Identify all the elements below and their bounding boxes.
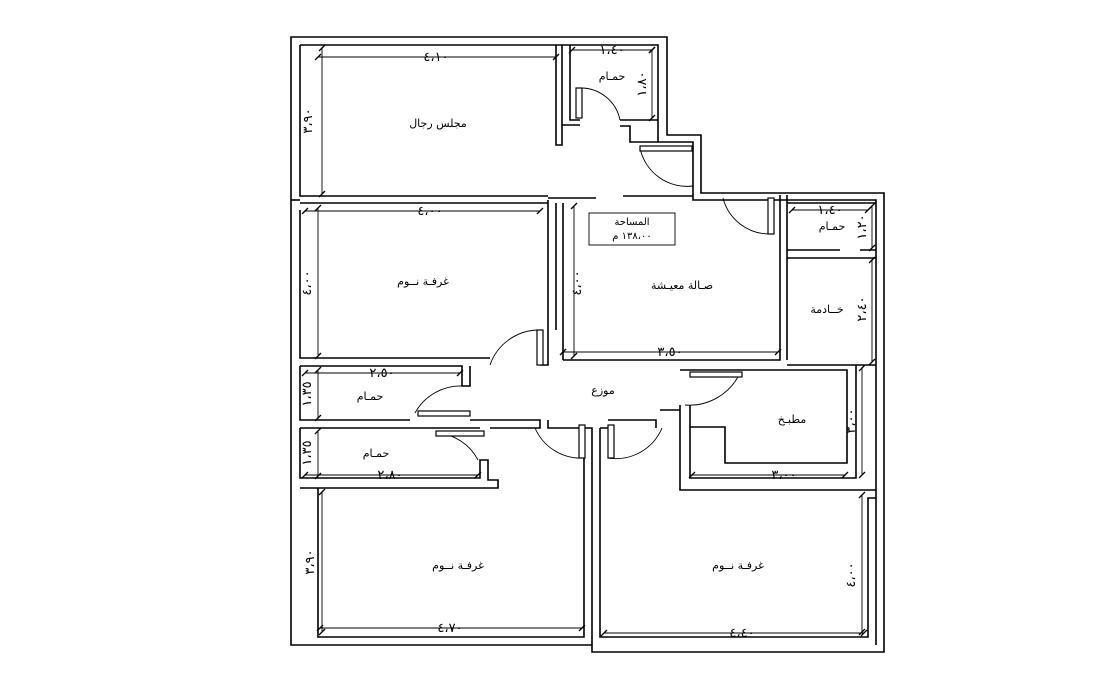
dim-bath-top-width: ١،٤٠: [599, 43, 624, 58]
dim-maid-height: ٢،٤٠: [855, 296, 870, 321]
living-wall: [547, 195, 788, 361]
dim-bath-mid-width: ٢،٥٠: [369, 366, 394, 381]
dim-bath-low-width: ٢،٨٠: [377, 468, 402, 483]
room-kitchen: مطبـخ: [778, 413, 807, 426]
room-majlis: مجلس رجال: [409, 117, 467, 130]
dim-bed2-width: ٤،٧٠: [437, 621, 462, 636]
dim-bath-top-height: ١،٨٠: [635, 71, 650, 96]
dim-bed3-width: ٤،٤٠: [729, 626, 754, 641]
kitchen-wall: [679, 365, 876, 491]
majlis-wall: [299, 45, 563, 197]
room-bath-mid: حمـام: [357, 390, 384, 403]
door-bath-top[interactable]: [575, 87, 621, 121]
room-maid: خــادمة: [810, 303, 843, 316]
bed1-wall: [299, 210, 549, 387]
dim-living-width: ٣،٥٠: [657, 345, 682, 360]
door-majlis[interactable]: [639, 145, 694, 187]
dim-bed3-height: ٤،٠٠: [844, 562, 859, 587]
door-bed1[interactable]: [489, 329, 544, 366]
room-bedroom-2: غرفـة نــوم: [432, 559, 484, 572]
room-distributor: موزع: [591, 384, 615, 397]
bed-lower-wall: [317, 427, 876, 645]
walls: [290, 36, 885, 653]
room-bath-lower: حمـام: [363, 447, 390, 460]
bath-mid-wall: [299, 366, 541, 429]
room-bath-top: حمـام: [599, 70, 626, 83]
door-bath-lower[interactable]: [435, 430, 485, 461]
dimension-lines: [301, 44, 876, 637]
dim-bed1-height: ٤،٠٠: [300, 270, 315, 295]
room-living: صـالة معيـشة: [651, 279, 713, 292]
room-labels: مجلس رجال حمـام غرفـة نــوم صـالة معيـشة…: [357, 70, 846, 572]
area-title: المساحة: [614, 217, 649, 228]
dim-bath-low-height: ١،٣٥: [300, 440, 315, 465]
area-value: ١٣٨،٠٠ م: [612, 231, 651, 242]
dim-kitchen-width: ٣،٠٠: [771, 468, 796, 483]
bath-top-wall: [562, 45, 658, 143]
room-bedroom-3: غرفـة نــوم: [712, 559, 764, 572]
door-kitchen[interactable]: [684, 371, 743, 406]
room-bedroom-1: غرفـة نــوم: [397, 275, 449, 288]
dim-living-height: ٤،٠٠: [570, 270, 585, 295]
bath-low-wall: [299, 428, 499, 489]
dim-bed2-height: ٣،٩٠: [303, 549, 318, 574]
dim-bed1-width: ٤،٠٠: [417, 204, 442, 219]
dim-bath-small-height: ١،٢٠: [855, 214, 870, 239]
doors: [414, 87, 775, 461]
bath-small-wall: [787, 202, 876, 366]
door-bed2[interactable]: [534, 424, 586, 459]
area-box: المساحة ١٣٨،٠٠ م: [588, 212, 676, 246]
dim-bath-mid-height: ١،٣٥: [300, 381, 315, 406]
dim-bath-small-width: ١،٤٠: [817, 203, 842, 218]
door-bath-small[interactable]: [722, 197, 775, 235]
door-bed3[interactable]: [607, 424, 663, 460]
dim-majlis-width: ٤،١٠: [423, 50, 448, 65]
door-bath-mid[interactable]: [414, 385, 471, 417]
corridor-wall: [547, 409, 680, 429]
room-bath-small: حمـام: [819, 220, 846, 233]
outer-wall: [290, 36, 885, 653]
dim-majlis-height: ٣،٩٠: [301, 108, 316, 133]
outer-wall-inner: [300, 44, 877, 645]
dim-kitchen-height: ٣،٠٠: [844, 408, 859, 433]
dimension-labels: ٤،١٠ ٣،٩٠ ١،٤٠ ١،٨٠ ٤،٠٠ ٤،٠٠ ٣،٥٠ ٤،٠٠ …: [300, 43, 870, 641]
